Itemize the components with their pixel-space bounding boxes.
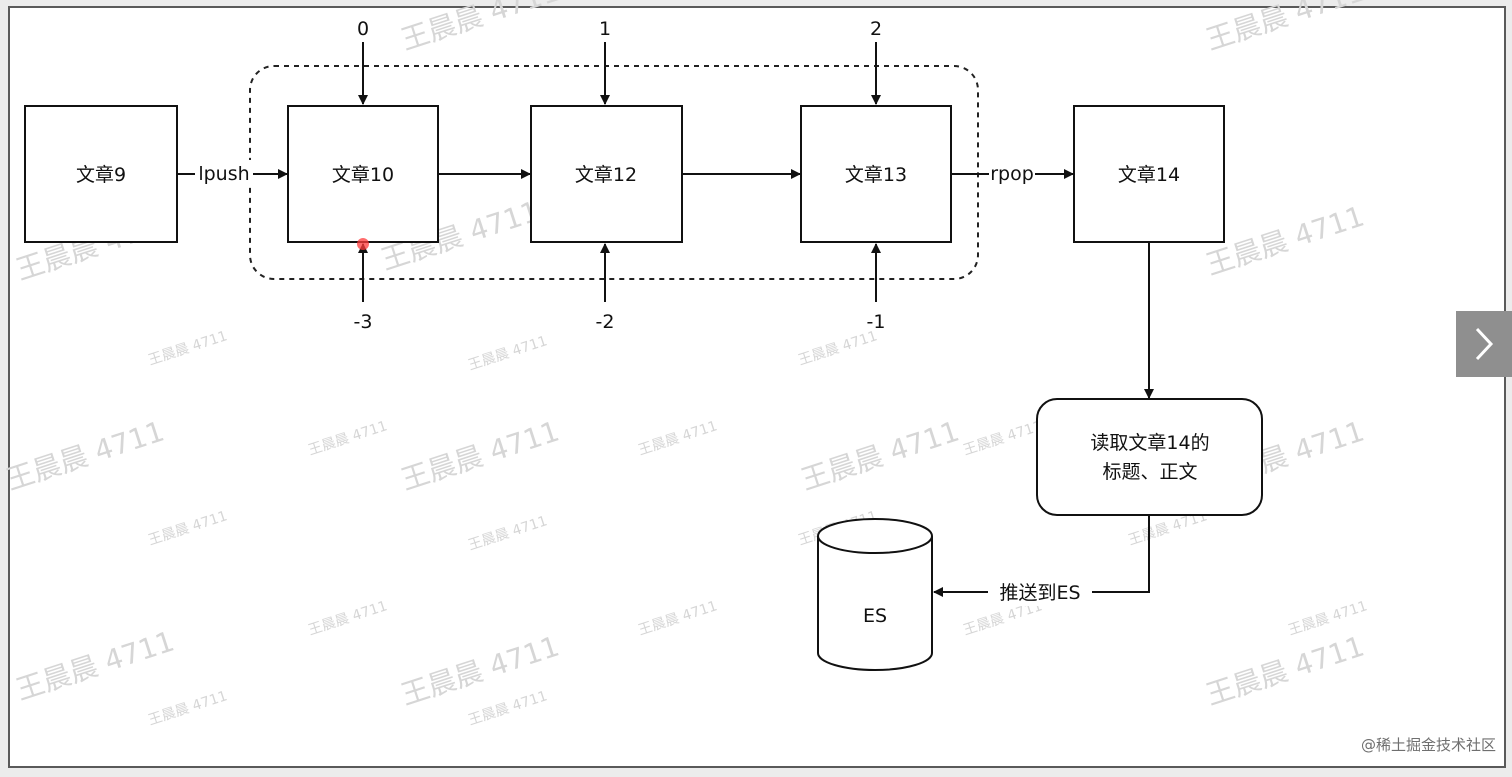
watermark: 王晨晨 4711 — [146, 508, 229, 549]
watermark: 王晨晨 4711 — [797, 415, 963, 497]
node-label-article-9: 文章9 — [76, 164, 126, 186]
watermark: 王晨晨 4711 — [12, 625, 178, 707]
node-article-12 — [530, 105, 683, 243]
watermark: 王晨晨 4711 — [306, 598, 389, 639]
edge-label-rpop: rpop — [990, 163, 1034, 185]
node-label-es: ES — [863, 605, 887, 627]
node-es-database — [817, 518, 933, 671]
index-label-top-2: 2 — [870, 18, 882, 40]
node-article-14 — [1073, 105, 1225, 243]
watermark: 王晨晨 4711 — [466, 333, 549, 374]
node-label-read-line2: 标题、正文 — [1102, 461, 1197, 483]
edge-label-push-es: 推送到ES — [999, 582, 1080, 604]
watermark: 王晨晨 4711 — [146, 328, 229, 369]
edge-label-lpush: lpush — [198, 163, 249, 185]
watermark: 王晨晨 4711 — [1202, 0, 1368, 57]
site-watermark: @稀土掘金技术社区 — [1360, 736, 1496, 754]
label-backing — [989, 160, 1035, 186]
node-article-10 — [287, 105, 439, 243]
label-backing — [195, 160, 253, 186]
node-article-13 — [800, 105, 952, 243]
watermark: 王晨晨 4711 — [636, 598, 719, 639]
watermark: 王晨晨 4711 — [397, 415, 563, 497]
node-label-read-line1: 读取文章14的 — [1090, 432, 1209, 454]
next-slide-button[interactable] — [1456, 311, 1512, 377]
watermark: 王晨晨 4711 — [466, 688, 549, 729]
queue-boundary — [249, 65, 979, 280]
node-read-article — [1036, 398, 1263, 516]
index-label-top-0: 0 — [357, 18, 369, 40]
watermark: 王晨晨 4711 — [146, 688, 229, 729]
chevron-right-icon — [1475, 327, 1494, 361]
node-label-article-12: 文章12 — [575, 164, 637, 186]
watermark: 王晨晨 4711 — [796, 328, 879, 369]
index-label-top-1: 1 — [599, 18, 611, 40]
watermark: 王晨晨 4711 — [397, 0, 563, 57]
watermark: 王晨晨 4711 — [636, 418, 719, 459]
index-label-bottom-minus-2: -2 — [596, 311, 615, 333]
diagram-frame — [8, 6, 1506, 768]
watermark: 王晨晨 4711 — [961, 418, 1044, 459]
watermark: 王晨晨 4711 — [466, 513, 549, 554]
node-label-article-13: 文章13 — [845, 164, 907, 186]
node-label-article-14: 文章14 — [1118, 164, 1180, 186]
index-label-bottom-minus-3: -3 — [354, 311, 373, 333]
label-backing — [988, 578, 1092, 606]
cursor-highlight — [357, 238, 369, 250]
watermark: 王晨晨 4711 — [1202, 630, 1368, 712]
watermark: 王晨晨 4711 — [2, 415, 168, 497]
watermark: 王晨晨 4711 — [306, 418, 389, 459]
node-article-9 — [24, 105, 178, 243]
index-label-bottom-minus-1: -1 — [867, 311, 886, 333]
node-label-article-10: 文章10 — [332, 164, 394, 186]
watermark: 王晨晨 4711 — [1202, 200, 1368, 282]
